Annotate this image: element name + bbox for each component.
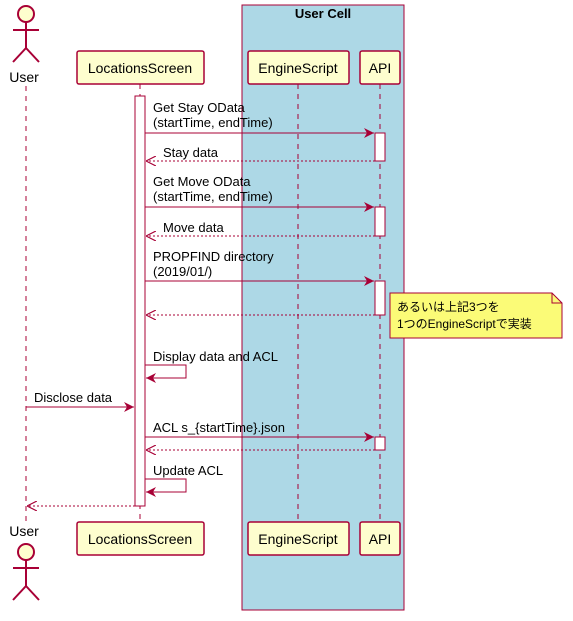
note-line2: 1つのEngineScriptで実装 bbox=[397, 316, 532, 331]
message-display-data-acl-arrow bbox=[145, 364, 187, 383]
message-display-data-acl: Display data and ACL bbox=[145, 349, 278, 383]
participant-locations-top: LocationsScreen bbox=[76, 50, 205, 85]
message-get-stay-odata: Get Stay OData (startTime, endTime) bbox=[145, 100, 374, 138]
participant-engine-top: EngineScript bbox=[247, 50, 350, 85]
note: あるいは上記3つを 1つのEngineScriptで実装 bbox=[389, 292, 563, 339]
note-shape bbox=[389, 292, 563, 339]
actor-user-top-label: User bbox=[9, 69, 39, 85]
note-line1: あるいは上記3つを bbox=[397, 299, 500, 314]
message-propfind-line1: PROPFIND directory bbox=[153, 249, 274, 264]
actor-user-bottom-head bbox=[17, 543, 35, 561]
message-propfind-line2: (2019/01/) bbox=[153, 264, 212, 279]
message-get-move-odata: Get Move OData (startTime, endTime) bbox=[145, 174, 374, 212]
participant-locations-bottom: LocationsScreen bbox=[76, 521, 205, 556]
message-disclose-data: Disclose data bbox=[26, 390, 134, 412]
participant-engine-top-label: EngineScript bbox=[258, 60, 337, 76]
message-stay-data: Stay data bbox=[146, 145, 375, 161]
activation-api-4 bbox=[374, 436, 386, 451]
message-move-data: Move data bbox=[146, 220, 375, 236]
participant-locations-top-label: LocationsScreen bbox=[88, 60, 192, 76]
actor-user-bottom: User bbox=[9, 523, 40, 601]
message-move-data-label: Move data bbox=[163, 220, 224, 235]
participant-engine-bottom-label: EngineScript bbox=[258, 531, 337, 547]
message-acl-json: ACL s_{startTime}.json bbox=[145, 420, 374, 442]
message-get-move-odata-line2: (startTime, endTime) bbox=[153, 189, 273, 204]
message-display-data-acl-label: Display data and ACL bbox=[153, 349, 278, 364]
message-acl-json-label: ACL s_{startTime}.json bbox=[153, 420, 285, 435]
message-stay-data-label: Stay data bbox=[163, 145, 219, 160]
actor-user-top: User bbox=[9, 5, 40, 85]
participant-locations-bottom-label: LocationsScreen bbox=[88, 531, 192, 547]
activation-api-1 bbox=[374, 132, 386, 162]
participant-api-bottom-label: API bbox=[369, 531, 392, 547]
participant-api-top-label: API bbox=[369, 60, 392, 76]
activation-api-2 bbox=[374, 206, 386, 237]
message-update-acl-label: Update ACL bbox=[153, 463, 223, 478]
participant-api-bottom: API bbox=[359, 521, 401, 556]
participant-api-top: API bbox=[359, 50, 401, 85]
message-update-acl-arrow bbox=[145, 478, 187, 497]
message-disclose-data-label: Disclose data bbox=[34, 390, 113, 405]
activation-api-3 bbox=[374, 280, 386, 316]
message-update-acl: Update ACL bbox=[145, 463, 223, 497]
message-propfind: PROPFIND directory (2019/01/) bbox=[145, 249, 374, 286]
actor-user-top-head bbox=[17, 5, 35, 23]
actor-user-bottom-label: User bbox=[9, 523, 39, 539]
participant-engine-bottom: EngineScript bbox=[247, 521, 350, 556]
message-get-stay-odata-line1: Get Stay OData bbox=[153, 100, 246, 115]
message-get-stay-odata-line2: (startTime, endTime) bbox=[153, 115, 273, 130]
message-get-move-odata-line1: Get Move OData bbox=[153, 174, 251, 189]
group-title: User Cell bbox=[295, 6, 351, 21]
activation-locations bbox=[134, 95, 146, 507]
